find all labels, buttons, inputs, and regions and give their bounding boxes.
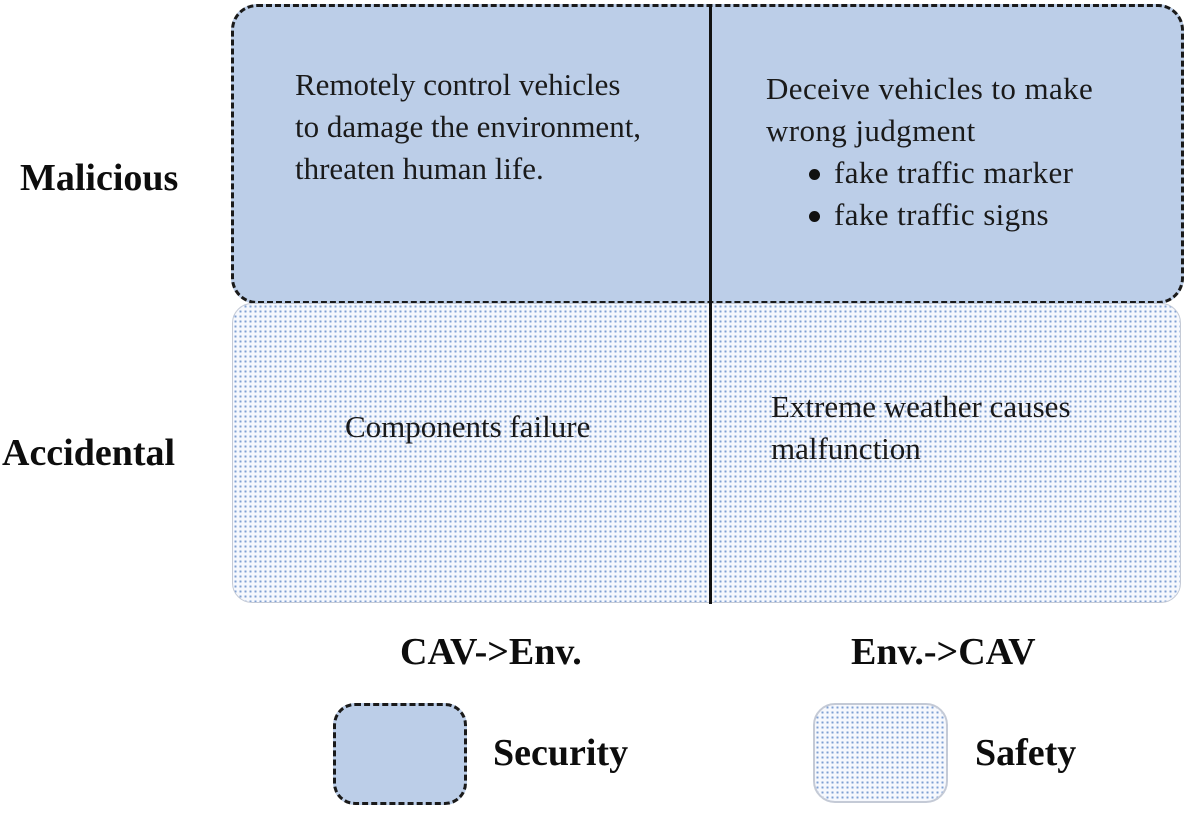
legend-security-swatch [333, 703, 467, 805]
cell-line: to damage the environment, [295, 109, 642, 144]
legend-safety-swatch [813, 703, 948, 803]
column-divider [709, 4, 712, 604]
legend-safety-label: Safety [975, 732, 1077, 774]
bullet-item: fake traffic signs [806, 194, 1093, 236]
column-label-cav-env: CAV->Env. [400, 631, 582, 673]
cell-malicious-env-cav: Deceive vehicles to make wrong judgment … [766, 68, 1093, 236]
cell-line: threaten human life. [295, 151, 544, 186]
bullet-item: fake traffic marker [806, 152, 1093, 194]
legend-security-label: Security [493, 732, 629, 774]
malicious-security-region [231, 4, 1184, 304]
deception-bullet-list: fake traffic marker fake traffic signs [806, 152, 1093, 236]
cell-accidental-env-cav: Extreme weather causes malfunction [771, 386, 1071, 470]
cell-accidental-cav-env: Components failure [345, 409, 591, 444]
cell-line: malfunction [771, 431, 921, 466]
cell-line: Extreme weather causes [771, 389, 1071, 424]
bullet-icon [809, 169, 820, 180]
cell-line: Deceive vehicles to make [766, 71, 1094, 106]
column-label-env-cav: Env.->CAV [851, 631, 1036, 673]
accidental-safety-region [232, 303, 1181, 603]
bullet-icon [809, 211, 820, 222]
row-label-accidental: Accidental [2, 432, 176, 474]
row-label-malicious: Malicious [20, 157, 179, 199]
cell-line: wrong judgment [766, 113, 976, 148]
cell-malicious-cav-env: Remotely control vehicles to damage the … [295, 64, 641, 190]
cell-line: Remotely control vehicles [295, 67, 621, 102]
